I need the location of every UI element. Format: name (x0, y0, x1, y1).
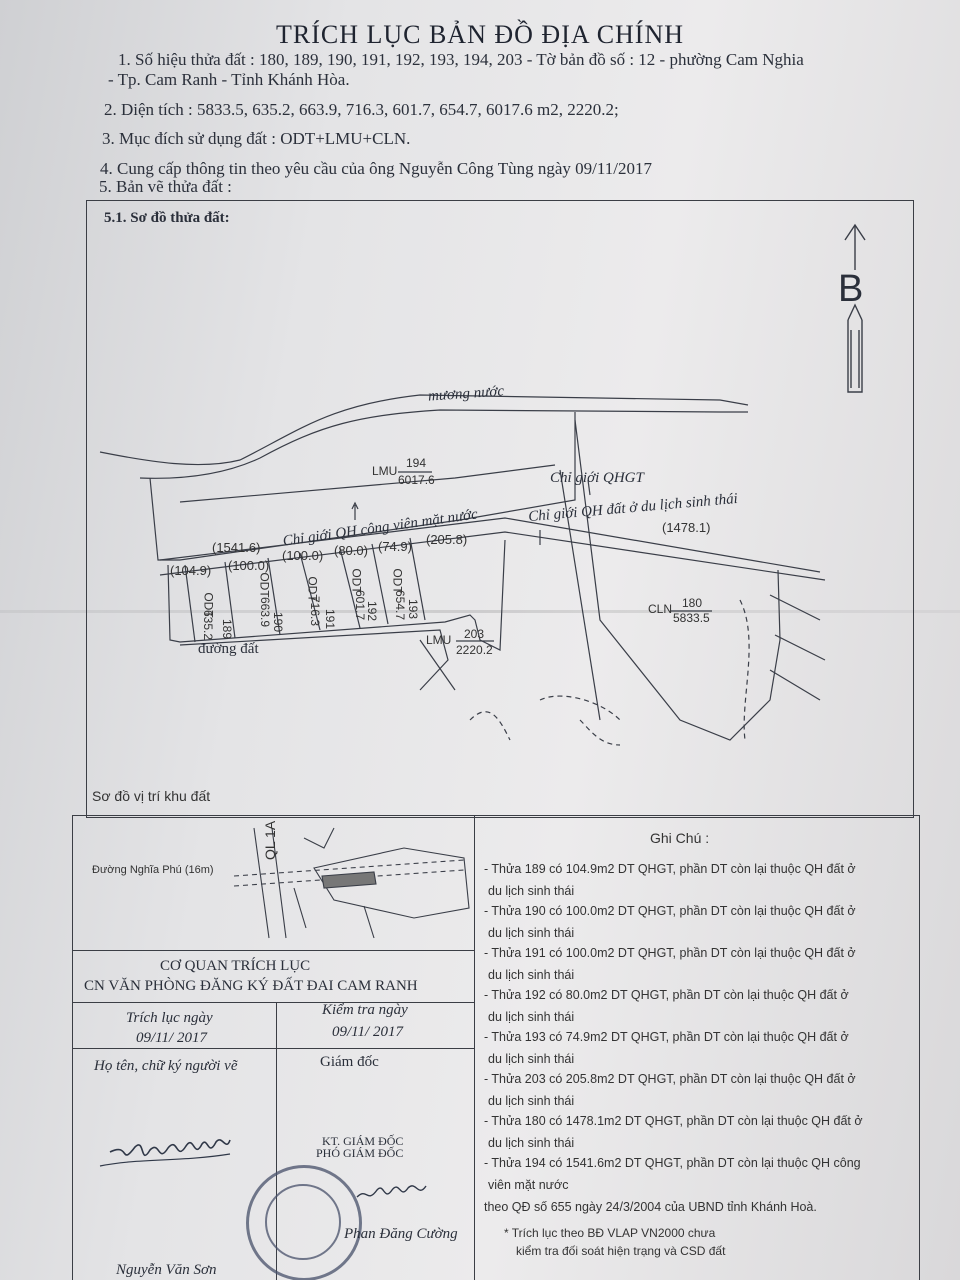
item-request: 4. Cung cấp thông tin theo yêu cầu của ô… (100, 159, 652, 178)
official-seal-icon (246, 1165, 362, 1280)
parcel-191-area: 716.3 (308, 595, 323, 627)
dim-104-9: (104.9) (170, 563, 212, 578)
boundary-road-label: Chỉ giới QHGT (550, 470, 644, 486)
paper-fold (0, 610, 960, 613)
bottom-table (72, 815, 920, 1280)
parcel-map (99, 223, 866, 746)
check-label: Kiểm tra ngày (322, 1002, 408, 1018)
note-3-cont: du lịch sinh thái (488, 968, 575, 982)
small-parcels (167, 539, 506, 651)
director-label: Giám đốc (320, 1054, 379, 1070)
road-label: đường đất (198, 641, 259, 657)
note-8-cont: viên mặt nước (488, 1178, 569, 1192)
item-parcel-numbers: 1. Số hiệu thửa đất : 180, 189, 190, 191… (118, 50, 804, 69)
parcel-190-number: 190 (271, 611, 286, 633)
parcel-190-area: 663.9 (258, 596, 273, 628)
note-7-cont: du lịch sinh thái (488, 1136, 575, 1150)
dim-1541: (1541.6) (212, 540, 261, 555)
extract-date: 09/11/ 2017 (136, 1030, 207, 1046)
note-6-cont: du lịch sinh thái (488, 1094, 575, 1108)
parcel-203-area: 2220.2 (456, 643, 493, 657)
item-land-use: 3. Mục đích sử dụng đất : ODT+LMU+CLN. (102, 129, 411, 148)
note-4: - Thửa 192 có 80.0m2 DT QHGT, phần DT cò… (484, 988, 849, 1002)
parcel-180-number: 180 (682, 596, 703, 610)
dim-74-9: (74.9) (378, 539, 412, 554)
director-name: Phan Đăng Cường (344, 1226, 458, 1242)
parcel-189-number: 189 (220, 618, 235, 640)
deputy-label: PHÓ GIÁM ĐỐC (316, 1146, 404, 1160)
parcel-203-use: LMU (426, 633, 452, 647)
dim-100-a: (100.0) (228, 558, 270, 573)
table-divider (474, 815, 476, 1280)
dim-100-b: (100.0) (282, 548, 324, 563)
road-name: Đường Nghĩa Phú (16m) (92, 864, 214, 876)
note-vlap-cont: kiểm tra đối soát hiện trạng và CSD đất (516, 1244, 726, 1258)
parcel-193-number: 193 (406, 598, 421, 620)
table-rule (72, 950, 474, 952)
note-5-cont: du lịch sinh thái (488, 1052, 575, 1066)
drawer-label: Họ tên, chữ ký người vẽ (94, 1058, 238, 1074)
map-frame (86, 200, 914, 818)
parcel-180-area: 5833.5 (673, 611, 710, 625)
dirt-road (179, 629, 449, 691)
note-6: - Thửa 203 có 205.8m2 DT QHGT, phần DT c… (484, 1072, 856, 1086)
parcel-191-number: 191 (323, 608, 338, 630)
note-4-cont: du lịch sinh thái (488, 1010, 575, 1024)
note-1-cont: du lịch sinh thái (488, 884, 575, 898)
parcel-194-number: 194 (406, 456, 427, 470)
north-arrow-icon (844, 223, 866, 393)
table-rule (72, 1002, 474, 1004)
parcel-194-use: LMU (372, 464, 398, 478)
dim-80: (80.0) (334, 543, 368, 558)
item-location: - Tp. Cam Ranh - Tỉnh Khánh Hòa. (108, 70, 350, 89)
drawer-signature (99, 1139, 231, 1167)
dim-1478-1: (1478.1) (662, 520, 711, 535)
map-section-title: 5.1. Sơ đồ thửa đất: (104, 210, 230, 226)
parcel-189-area: 635.2 (201, 609, 216, 641)
drawer-name: Nguyễn Văn Sơn (116, 1262, 217, 1278)
note-5: - Thửa 193 có 74.9m2 DT QHGT, phần DT cò… (484, 1030, 849, 1044)
item-parcel-drawing: 5. Bản vẽ thửa đất : (99, 177, 232, 196)
document-title: TRÍCH LỤC BẢN ĐỒ ĐỊA CHÍNH (275, 20, 685, 49)
dim-205-8: (205.8) (426, 532, 468, 547)
table-rule (72, 1048, 474, 1050)
extract-label: Trích lục ngày (126, 1010, 213, 1026)
table-divider (276, 1002, 278, 1280)
parcel-193-area: 654.7 (393, 589, 408, 621)
parcel-190-use: ODT (257, 572, 272, 598)
parcel-180-use: CLN (648, 602, 673, 616)
parcel-194-area: 6017.6 (398, 473, 435, 487)
note-2-cont: du lịch sinh thái (488, 926, 575, 940)
note-1: - Thửa 189 có 104.9m2 DT QHGT, phần DT c… (484, 862, 856, 876)
location-title: Sơ đồ vị trí khu đất (92, 788, 211, 804)
canal-line (99, 394, 749, 466)
note-8: - Thửa 194 có 1541.6m2 DT QHGT, phần DT … (484, 1156, 861, 1170)
office-name: CN VĂN PHÒNG ĐĂNG KÝ ĐẤT ĐAI CAM RANH (84, 978, 418, 994)
highway-label: QL 1A (262, 820, 278, 860)
note-decision: theo QĐ số 655 ngày 24/3/2004 của UBND t… (484, 1200, 817, 1214)
kt-label: KT. GIÁM ĐỐC (322, 1134, 404, 1148)
item-area: 2. Diện tích : 5833.5, 635.2, 663.9, 716… (104, 100, 619, 119)
canal-line-2 (139, 409, 748, 479)
note-2: - Thửa 190 có 100.0m2 DT QHGT, phần DT c… (484, 904, 856, 918)
parcel-192-number: 192 (365, 600, 380, 622)
location-mini-map (233, 827, 470, 939)
parcel-180-boundary (574, 419, 781, 741)
note-3: - Thửa 191 có 100.0m2 DT QHGT, phần DT c… (484, 946, 856, 960)
north-label: B (838, 268, 864, 310)
office-title: CƠ QUAN TRÍCH LỤC (160, 958, 311, 974)
check-date: 09/11/ 2017 (332, 1024, 403, 1040)
note-7: - Thửa 180 có 1478.1m2 DT QHGT, phần DT … (484, 1114, 863, 1128)
parcel-203-number: 203 (464, 627, 485, 641)
notes-title: Ghi Chú : (650, 830, 710, 846)
note-vlap: * Trích lục theo BĐ VLAP VN2000 chưa (504, 1226, 716, 1240)
director-signature (356, 1185, 427, 1198)
